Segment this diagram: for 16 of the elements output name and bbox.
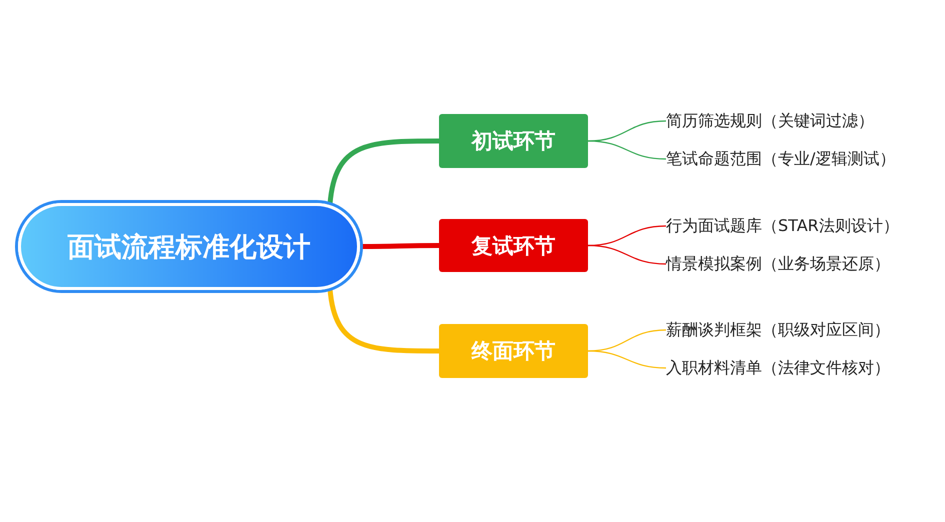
branch-box: 初试环节 (439, 114, 588, 168)
leaf-text: 薪酬谈判框架（职级对应区间） (666, 318, 916, 342)
topic-box: 面试流程标准化设计 (18, 203, 360, 290)
leaf-text: 简历筛选规则（关键词过滤） (666, 109, 896, 133)
connector-line (588, 350, 666, 369)
leaf-text: 入职材料清单（法律文件核对） (666, 356, 916, 380)
leaf-text: 行为面试题库（STAR法则设计） (666, 214, 916, 238)
branch-line (360, 243, 439, 249)
connector-line (588, 244, 666, 265)
leaf-text: 笔试命题范围（专业/逻辑测试） (666, 147, 916, 171)
branch-line (328, 138, 439, 204)
branch-box: 终面环节 (439, 324, 588, 378)
branch-box: 复试环节 (439, 219, 588, 272)
branch-line (328, 288, 439, 354)
leaf-text: 情景模拟案例（业务场景还原） (666, 252, 916, 276)
connector-line (588, 140, 666, 160)
